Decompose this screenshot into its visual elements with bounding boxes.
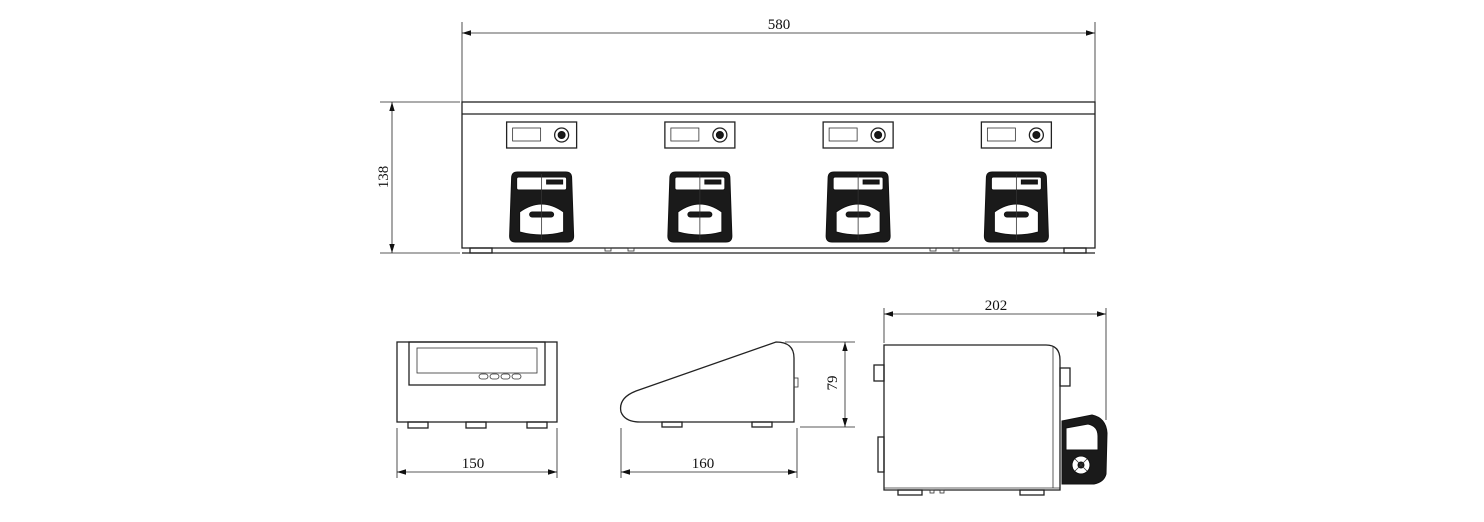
height-dimension-label: 138 bbox=[376, 166, 392, 189]
pump-unit bbox=[822, 121, 894, 243]
foot-pad bbox=[929, 489, 935, 494]
display-screen bbox=[416, 347, 538, 374]
width-dimension-label: 160 bbox=[692, 456, 715, 472]
foot bbox=[661, 421, 683, 428]
pump-unit bbox=[980, 121, 1053, 243]
width-dimension-label: 580 bbox=[768, 17, 791, 33]
panel-knob bbox=[557, 131, 566, 139]
foot bbox=[465, 421, 487, 429]
foot bbox=[751, 421, 773, 428]
foot bbox=[1063, 247, 1087, 254]
control-panel bbox=[822, 121, 894, 149]
foot bbox=[469, 247, 493, 254]
control-panel bbox=[664, 121, 736, 149]
key bbox=[500, 373, 511, 380]
pump-head-latch bbox=[862, 179, 880, 185]
right-knob bbox=[1059, 367, 1071, 387]
panel-knob-ring bbox=[712, 127, 728, 143]
panel-knob-ring bbox=[1028, 127, 1045, 143]
panel-knob bbox=[874, 131, 883, 139]
pump-head-side bbox=[1061, 414, 1108, 485]
panel-knob-ring bbox=[553, 127, 570, 143]
side-view-left: 150 bbox=[396, 341, 558, 478]
pump-head-cover bbox=[1065, 423, 1099, 451]
rotor-spoke bbox=[1074, 458, 1088, 472]
side-view-profile: 160 79 bbox=[619, 341, 855, 478]
key bbox=[511, 373, 522, 380]
foot-pad bbox=[952, 247, 960, 252]
width-dimension-label: 150 bbox=[462, 456, 485, 472]
panel-knob bbox=[1032, 131, 1041, 139]
panel-display bbox=[986, 127, 1016, 142]
height-dimension-label: 79 bbox=[825, 376, 841, 391]
key bbox=[478, 373, 489, 380]
foot bbox=[897, 489, 923, 496]
panel-knob-ring bbox=[870, 127, 886, 143]
keypad bbox=[478, 373, 522, 380]
control-panel bbox=[505, 121, 578, 149]
control-panel bbox=[980, 121, 1053, 149]
display-bezel bbox=[408, 341, 546, 386]
pump-head-latch bbox=[546, 179, 564, 185]
foot bbox=[407, 421, 429, 429]
side-view-right: 202 bbox=[873, 298, 1108, 496]
foot-pad bbox=[627, 247, 635, 252]
pump-unit bbox=[505, 121, 578, 243]
foot-pad bbox=[939, 489, 945, 494]
foot-pad bbox=[929, 247, 937, 252]
housing-outline bbox=[883, 344, 1061, 491]
foot bbox=[1019, 489, 1045, 496]
pump-head-latch bbox=[704, 179, 722, 185]
width-dimension-label: 202 bbox=[985, 298, 1008, 314]
pump-units bbox=[505, 121, 1053, 243]
foot bbox=[526, 421, 548, 429]
side-port bbox=[793, 377, 799, 388]
profile-outline bbox=[619, 341, 795, 423]
panel-display bbox=[512, 127, 542, 142]
front-view: 580 138 bbox=[376, 17, 1096, 254]
foot-pad bbox=[604, 247, 612, 252]
housing-outline bbox=[396, 341, 558, 423]
pump-head-latch bbox=[1020, 179, 1038, 185]
key bbox=[489, 373, 500, 380]
housing-outline bbox=[461, 101, 1096, 249]
panel-display bbox=[828, 127, 858, 142]
pump-unit bbox=[664, 121, 736, 243]
panel-knob bbox=[715, 131, 724, 139]
left-knob bbox=[873, 364, 885, 382]
panel-display bbox=[670, 127, 700, 142]
side-connector bbox=[877, 436, 885, 473]
